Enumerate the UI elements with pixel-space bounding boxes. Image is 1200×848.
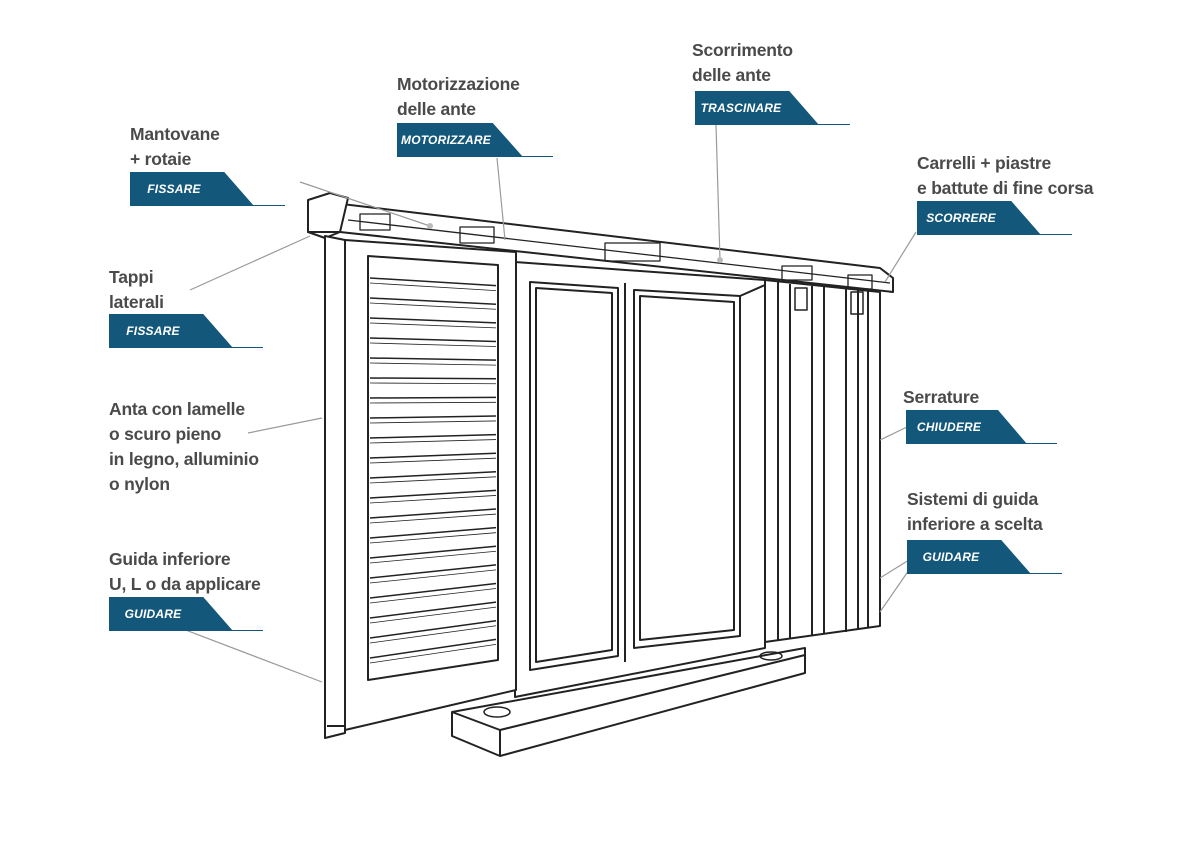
leader-lines bbox=[182, 124, 917, 683]
louver-slat bbox=[369, 582, 497, 599]
louver-slat bbox=[369, 317, 497, 324]
louver-slat bbox=[369, 620, 497, 639]
label-serrature: Serrature bbox=[903, 387, 980, 407]
louver-slat bbox=[369, 564, 497, 579]
louver-slat-edge bbox=[369, 513, 497, 524]
label-mantovane: Mantovane+ rotaie bbox=[130, 124, 220, 169]
floor-platform bbox=[451, 647, 806, 757]
louver-slat bbox=[369, 508, 497, 519]
louver-slat-edge bbox=[369, 420, 497, 424]
louver-slat-edge bbox=[369, 588, 497, 604]
louver-slat-edge bbox=[369, 495, 497, 504]
louver-slat bbox=[369, 638, 497, 659]
louver-slat bbox=[369, 601, 497, 619]
louver-slat bbox=[369, 337, 497, 343]
louver-slat bbox=[369, 471, 497, 479]
louver-slat bbox=[369, 452, 497, 459]
louver-slat-edge bbox=[369, 282, 497, 292]
louver-slat-edge bbox=[369, 342, 497, 347]
stacked-panels-right bbox=[764, 279, 881, 643]
tag-guidare-sistemi: GUIDARE bbox=[907, 540, 1062, 574]
tag-fissare-tappi: FISSARE bbox=[109, 314, 263, 348]
louver-slat bbox=[369, 415, 497, 419]
louver-slat bbox=[369, 297, 497, 305]
louver-slat bbox=[369, 526, 497, 539]
louver-slat-edge bbox=[369, 362, 497, 366]
louver-slat-edge bbox=[369, 401, 497, 404]
louver-slat-edge bbox=[369, 643, 497, 664]
louver-slat-edge bbox=[369, 382, 497, 385]
louver-slat-edge bbox=[369, 532, 497, 544]
tag-motorizzare: MOTORIZZARE bbox=[397, 123, 553, 157]
louver-slat-edge bbox=[369, 457, 497, 464]
tag-chiudere: CHIUDERE bbox=[906, 410, 1057, 444]
louver-slat bbox=[369, 396, 497, 399]
tag-fissare-mantovane: FISSARE bbox=[130, 172, 285, 206]
louver-slat-edge bbox=[369, 569, 497, 584]
louver-slat bbox=[369, 489, 497, 499]
top-rail bbox=[307, 192, 894, 293]
louver-slat-edge bbox=[369, 439, 497, 444]
tag-trascinare: TRASCINARE bbox=[695, 91, 850, 125]
louver-slat bbox=[369, 433, 497, 439]
louver-slat bbox=[369, 545, 497, 559]
tag-guidare-inferiore: GUIDARE bbox=[109, 597, 263, 631]
louver-slat bbox=[369, 377, 497, 380]
tag-scorrere: SCORRERE bbox=[917, 201, 1072, 235]
louver-slat-edge bbox=[369, 302, 497, 310]
louver-slat bbox=[369, 357, 497, 361]
bottom-wheels bbox=[483, 651, 783, 718]
louvered-panel bbox=[324, 235, 517, 739]
louver-slat-edge bbox=[369, 322, 497, 329]
louver-slat-edge bbox=[369, 625, 497, 644]
louver-slat bbox=[369, 277, 497, 287]
window-frame bbox=[514, 261, 766, 698]
louver-slat-edge bbox=[369, 476, 497, 484]
louver-slat-edge bbox=[369, 606, 497, 624]
louver-slat-edge bbox=[369, 550, 497, 564]
